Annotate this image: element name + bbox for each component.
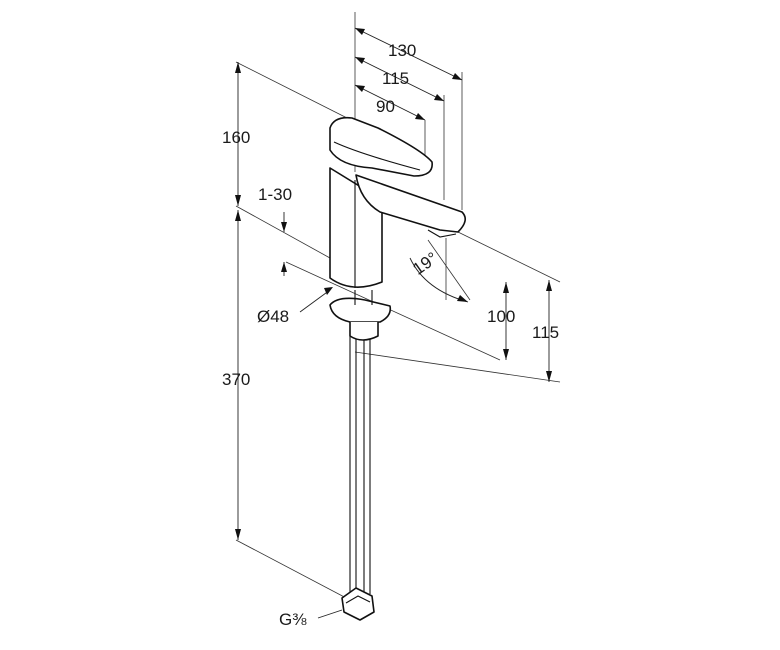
extension-lines	[235, 12, 561, 601]
dimension-labels: 130 115 90 160 1-30 Ø48 370 100 115 19° …	[222, 41, 559, 629]
dim-thread: G⅜	[279, 610, 307, 629]
dim-spray-angle: 19°	[409, 248, 441, 278]
dim-base-diameter: Ø48	[257, 307, 289, 326]
dim-supply-length: 370	[222, 370, 250, 389]
dim-spout-height: 115	[532, 323, 559, 342]
dim-spout-clearance: 100	[487, 307, 515, 326]
right-vertical-dimensions	[503, 280, 552, 382]
diameter-leader	[299, 287, 333, 313]
faucet-body	[329, 116, 466, 621]
dim-height-body: 160	[222, 128, 250, 147]
spray-angle	[409, 238, 471, 303]
dim-width-total: 130	[388, 41, 416, 60]
top-width-dimensions	[354, 27, 463, 121]
dim-deck-thickness: 1-30	[258, 185, 292, 204]
thread-leader	[317, 609, 343, 619]
dim-width-mid: 115	[382, 69, 409, 88]
dim-width-spout: 90	[376, 97, 395, 116]
left-vertical-dimensions	[235, 62, 287, 540]
